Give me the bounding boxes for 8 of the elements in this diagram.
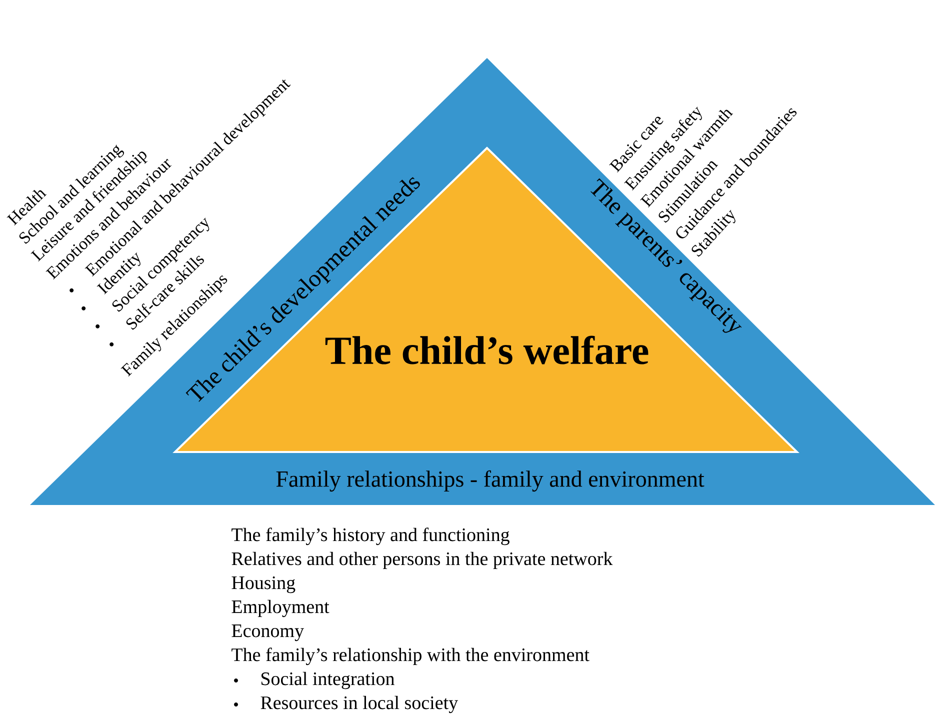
bullet-item: Resources in local society — [234, 696, 458, 714]
list-item: Employment — [232, 600, 330, 618]
list-item: Relatives and other persons in the private network — [232, 552, 613, 570]
list-item: Housing — [232, 576, 296, 594]
bullet-item: Social integration — [234, 672, 394, 690]
list-item: The family’s relationship with the environment — [232, 648, 590, 666]
list-item: The family’s history and functioning — [232, 528, 510, 546]
list-item: Economy — [232, 624, 304, 642]
